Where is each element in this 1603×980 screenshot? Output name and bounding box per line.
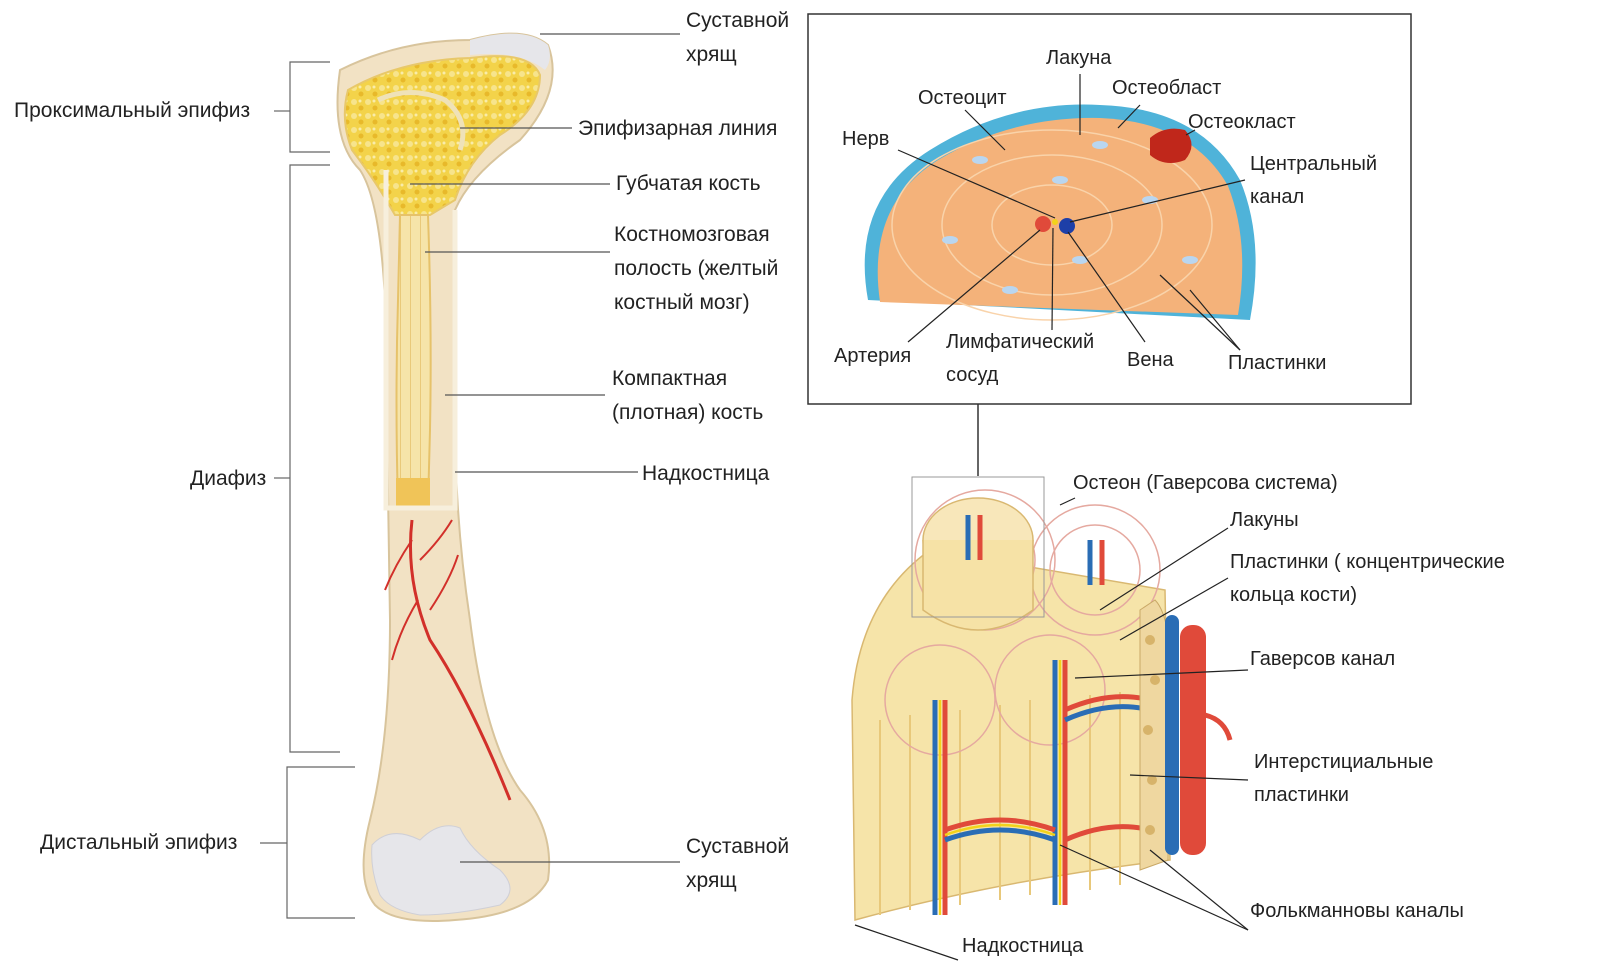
label-epiphyseal-line: Эпифизарная линия (578, 112, 777, 146)
label-vein: Вена (1127, 344, 1174, 377)
label-interstitial-lamellae: Интерстициальные пластинки (1254, 746, 1433, 812)
label-distal-epiphysis: Дистальный эпифиз (40, 826, 237, 860)
region-brackets (260, 62, 355, 918)
label-artery: Артерия (834, 340, 911, 373)
label-osteon: Остеон (Гаверсова система) (1073, 467, 1338, 500)
label-lacunae: Лакуны (1230, 504, 1299, 537)
marrow-cut-end (396, 478, 430, 508)
label-haversian-canal: Гаверсов канал (1250, 643, 1395, 676)
label-articular-cartilage-top: Суставной хрящ (686, 4, 789, 72)
large-artery (1180, 625, 1206, 855)
label-articular-cartilage-bottom: Суставной хрящ (686, 830, 789, 898)
label-osteoclast: Остеокласт (1188, 106, 1296, 139)
label-diaphysis: Диафиз (190, 462, 266, 496)
label-nerve: Нерв (842, 123, 889, 156)
label-periosteum-bottom: Надкостница (962, 930, 1083, 963)
large-vein (1165, 615, 1179, 855)
label-lymphatic-vessel: Лимфатический сосуд (946, 326, 1094, 392)
label-lacuna: Лакуна (1046, 42, 1111, 75)
label-central-canal: Центральный канал (1250, 148, 1377, 214)
label-marrow-cavity: Костномозговая полость (желтый костный м… (614, 218, 778, 320)
femur-illustration (338, 34, 553, 921)
label-spongy-bone: Губчатая кость (616, 167, 761, 201)
label-lamellae-top: Пластинки (1228, 347, 1326, 380)
label-osteoblast: Остеобласт (1112, 72, 1221, 105)
compact-bone-block (852, 477, 1230, 920)
label-proximal-epiphysis: Проксимальный эпифиз (14, 94, 250, 128)
label-compact-bone: Компактная (плотная) кость (612, 362, 763, 430)
label-volkmann-canals: Фолькманновы каналы (1250, 895, 1464, 928)
label-periosteum-left: Надкостница (642, 457, 769, 491)
osteoclast-shape (1150, 129, 1192, 163)
label-lamellae-concentric: Пластинки ( концентрические кольца кости… (1230, 546, 1505, 612)
label-osteocyte: Остеоцит (918, 82, 1007, 115)
marrow-cavity-shape (397, 215, 431, 505)
